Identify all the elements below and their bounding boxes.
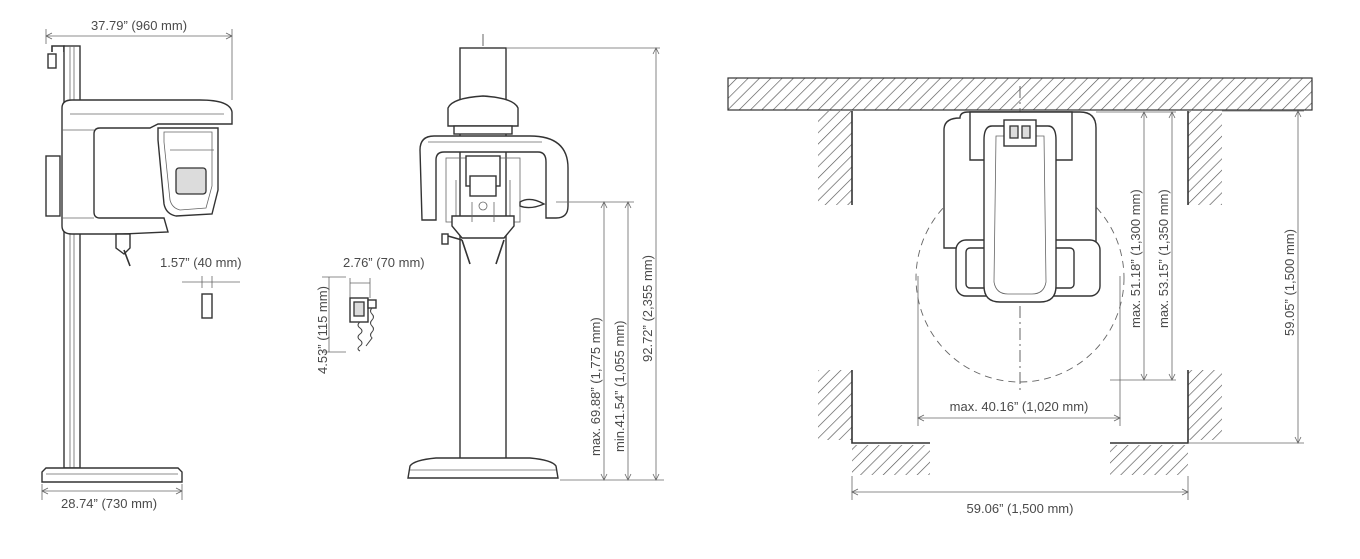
side-base-label: 28.74” (730 mm) <box>61 496 157 511</box>
remote-height-label: 4.53” (115 mm) <box>315 286 330 374</box>
top-depth-1300-label: max. 51.18” (1,300 mm) <box>1128 189 1143 328</box>
top-view: max. 40.16” (1,020 mm) max. 51.18” (1,30… <box>727 77 1313 516</box>
side-view: 37.79” (960 mm) 28.74” (730 mm) <box>41 18 242 511</box>
rotation-circle <box>915 173 1125 383</box>
remote-control-view: 2.76” (70 mm) 4.53” (115 mm) <box>315 255 425 374</box>
top-depth-1350-label: max. 53.15” (1,350 mm) <box>1156 189 1171 328</box>
front-view: max. 69.88” (1,775 mm) min.41.54” (1,055… <box>407 34 664 481</box>
front-max-height-label: max. 69.88” (1,775 mm) <box>588 317 603 456</box>
remote-width-label: 2.76” (70 mm) <box>343 255 425 270</box>
top-room-width-label: 59.06” (1,500 mm) <box>967 501 1074 516</box>
top-room-depth-label: 59.05” (1,500 mm) <box>1282 229 1297 336</box>
top-swing-width-label: max. 40.16” (1,020 mm) <box>950 399 1089 414</box>
side-width-label: 37.79” (960 mm) <box>91 18 187 33</box>
front-min-height-label: min.41.54” (1,055 mm) <box>612 321 627 453</box>
front-total-height-label: 92.72” (2,355 mm) <box>640 255 655 362</box>
bite-width-label: 1.57” (40 mm) <box>160 255 242 270</box>
